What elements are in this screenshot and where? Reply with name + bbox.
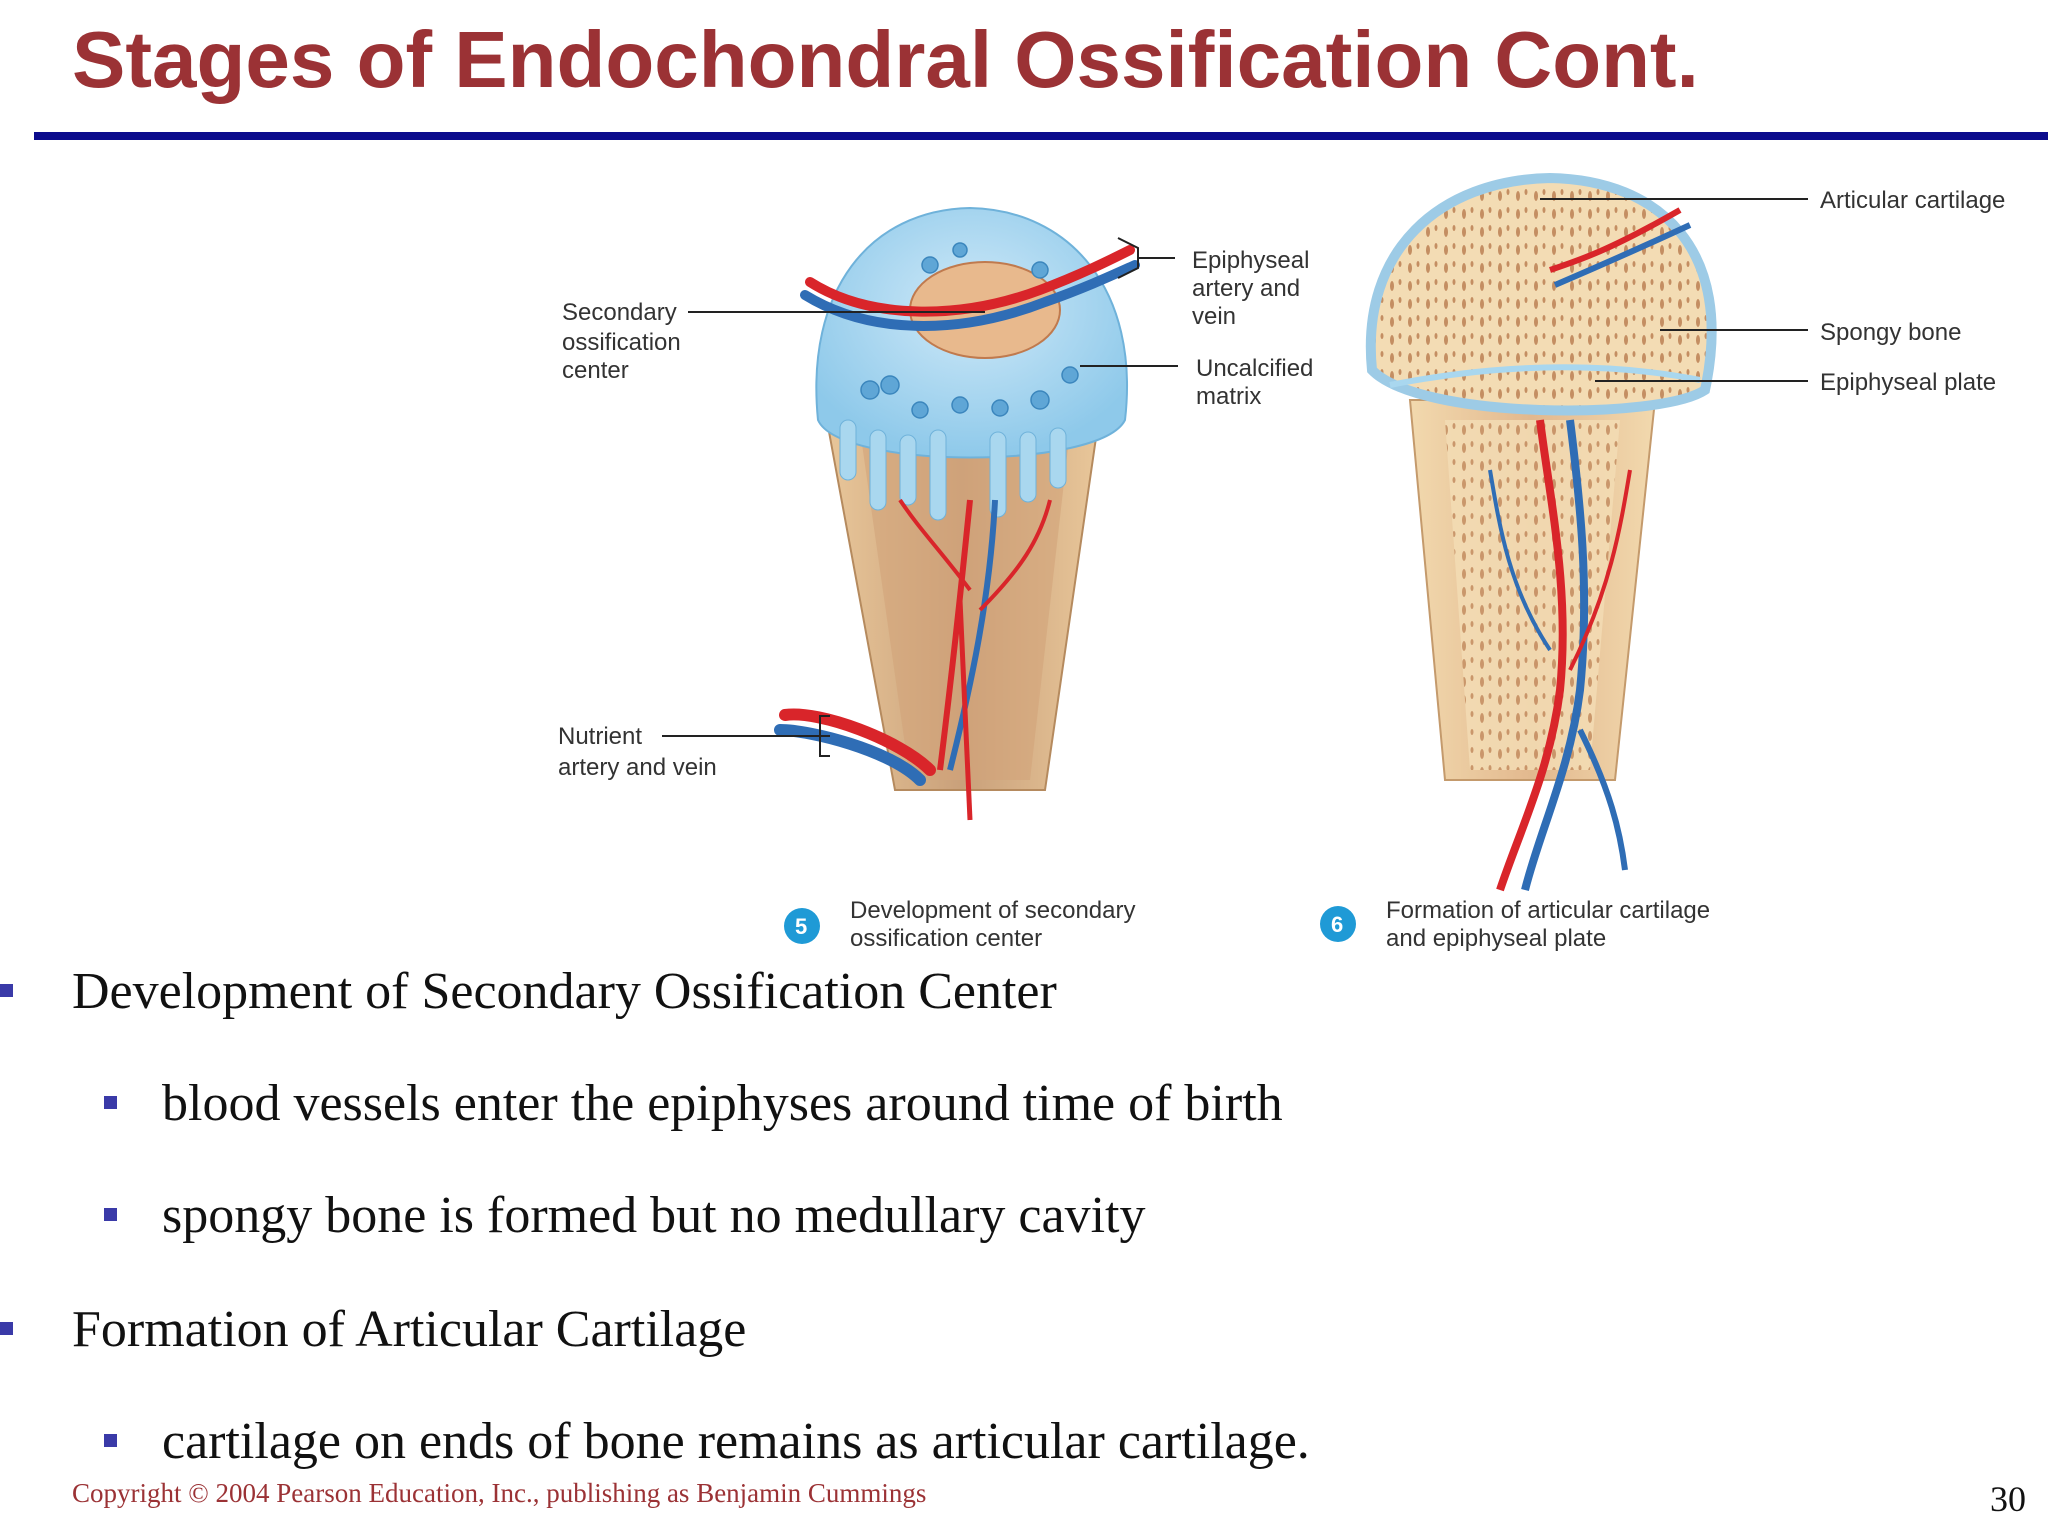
bullet-level-2: cartilage on ends of bone remains as art…: [162, 1413, 1310, 1470]
label-secondary-ossification-center-3: center: [562, 357, 629, 384]
bone-stage-5: [774, 206, 1140, 821]
ossification-figure: Secondary ossification center Epiphyseal…: [540, 170, 2048, 970]
copyright-notice: Copyright © 2004 Pearson Education, Inc.…: [72, 1478, 927, 1508]
label-nutrient-vessels-1: Nutrient: [558, 723, 642, 750]
leader-lines: [662, 198, 1808, 757]
label-epiphyseal-vessels-2: artery and: [1192, 275, 1300, 302]
bone-stage-6: [1365, 172, 1717, 892]
bone-illustrations: Secondary ossification center Epiphyseal…: [558, 172, 2005, 952]
sub-bullet-marker: [104, 1208, 117, 1221]
caption-6-line-1: Formation of articular cartilage: [1386, 897, 1710, 924]
label-uncalcified-matrix-1: Uncalcified: [1196, 355, 1313, 382]
caption-6-line-2: and epiphyseal plate: [1386, 925, 1606, 952]
label-nutrient-vessels-2: artery and vein: [558, 754, 717, 781]
label-articular-cartilage: Articular cartilage: [1820, 187, 2005, 214]
bullet-marker: [0, 984, 13, 997]
label-secondary-ossification-center-1: Secondary: [562, 299, 677, 326]
caption-5-line-1: Development of secondary: [850, 897, 1136, 924]
caption-5-line-2: ossification center: [850, 925, 1042, 952]
bullet-level-1: Development of Secondary Ossification Ce…: [72, 963, 1057, 1020]
step-5-badge: [784, 908, 820, 944]
step-5-number: 5: [795, 914, 807, 939]
bullet-level-2: blood vessels enter the epiphyses around…: [162, 1075, 1283, 1132]
title-divider: [34, 132, 2048, 140]
label-spongy-bone: Spongy bone: [1820, 319, 1961, 346]
caption-stage-6: 6 Formation of articular cartilage and e…: [1320, 897, 1710, 952]
slide-title: Stages of Endochondral Ossification Cont…: [72, 15, 1699, 104]
label-epiphyseal-plate: Epiphyseal plate: [1820, 369, 1996, 396]
sub-bullet-marker: [104, 1434, 117, 1447]
label-epiphyseal-vessels-3: vein: [1192, 303, 1236, 330]
sub-bullet-marker: [104, 1096, 117, 1109]
label-uncalcified-matrix-2: matrix: [1196, 383, 1261, 410]
caption-stage-5: 5 Development of secondary ossification …: [784, 897, 1136, 952]
label-secondary-ossification-center-2: ossification: [562, 329, 681, 356]
step-6-number: 6: [1331, 912, 1343, 937]
bullet-level-2: spongy bone is formed but no medullary c…: [162, 1187, 1146, 1244]
step-6-badge: [1320, 906, 1356, 942]
bullet-marker: [0, 1322, 13, 1335]
page-number: 30: [1990, 1479, 2026, 1519]
bullet-level-1: Formation of Articular Cartilage: [72, 1301, 747, 1358]
label-epiphyseal-vessels-1: Epiphyseal: [1192, 247, 1309, 274]
